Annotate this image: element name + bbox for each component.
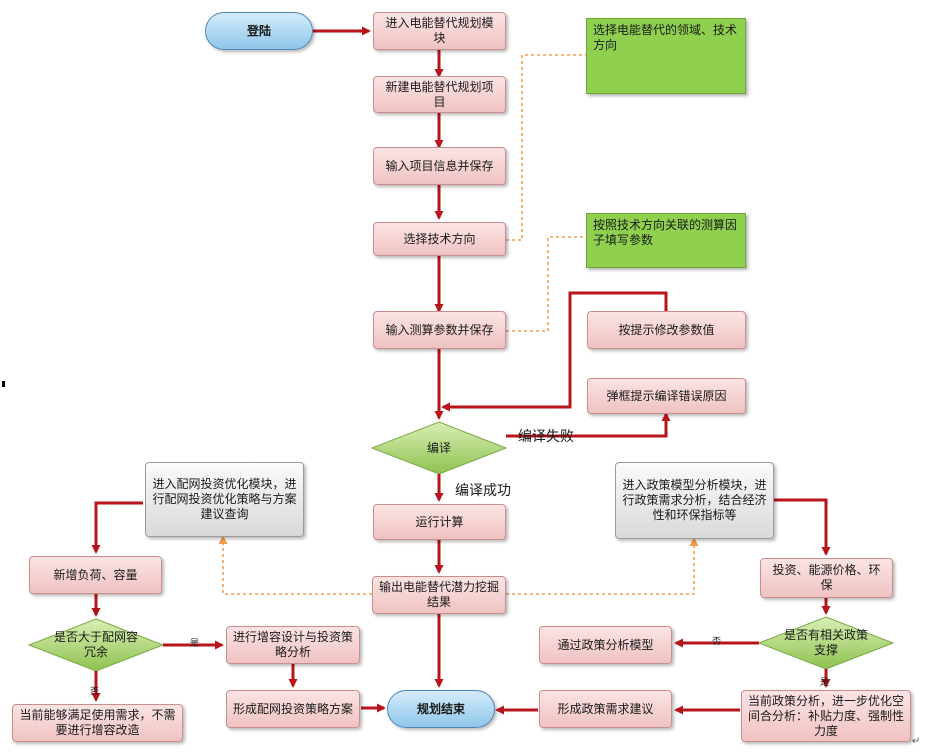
note-select-domain: 选择电能替代的领域、技术方向	[586, 18, 746, 94]
run-calc-node: 运行计算	[373, 504, 506, 540]
check-policy-label: 是否有相关政策支撑	[783, 628, 868, 657]
edge-compile-to-error	[506, 412, 671, 438]
form-strategy-node: 形成配网投资策略方案	[226, 690, 360, 728]
compile-success-label: 编译成功	[455, 483, 511, 499]
dotted-output-to-grid	[218, 535, 372, 595]
no-right-label: 否	[712, 637, 722, 647]
check-redundancy-label: 是否大于配网容冗余	[53, 630, 138, 659]
edge-policy-to-factors	[774, 498, 831, 556]
new-load-node: 新增负荷、容量	[29, 556, 162, 594]
edge-modify-to-compile	[441, 291, 668, 412]
margin-marker	[2, 381, 5, 387]
popup-error-node: 弹框提示编译错误原因	[587, 378, 746, 414]
current-policy-node: 当前政策分析，进一步优化空间合分析：补贴力度、强制性力度	[741, 690, 911, 742]
dotted-output-to-policy	[506, 537, 699, 595]
plan-end-terminal: 规划结束	[387, 690, 495, 728]
policy-model-node: 通过政策分析模型	[539, 626, 672, 664]
form-policy-node: 形成政策需求建议	[539, 690, 672, 728]
dotted-params-to-note	[506, 236, 586, 332]
yes-left-label: 是	[190, 639, 200, 649]
dotted-tech-to-note	[506, 54, 586, 241]
no-left-label: 否	[90, 687, 100, 697]
enter-module-node: 进入电能替代规划模块	[373, 12, 506, 50]
enter-grid-module-node: 进入配网投资优化模块，进行配网投资优化策略与方案建议查询	[145, 462, 304, 537]
enter-policy-module-node: 进入政策模型分析模块，进行政策需求分析，结合经济性和环保指标等	[615, 462, 774, 539]
current-ok-node: 当前能够满足使用需求，不需要进行增容改造	[12, 704, 183, 742]
input-params-node: 输入测算参数并保存	[373, 311, 506, 349]
compile-label: 编译	[426, 440, 451, 455]
note-fill-params: 按照技术方向关联的测算因子填写参数	[586, 213, 746, 268]
paragraph-mark-icon: ↵	[912, 736, 921, 747]
design-analysis-node: 进行增容设计与投资策略分析	[226, 626, 360, 664]
compile-fail-label: 编译失败	[518, 429, 574, 445]
output-result-node: 输出电能替代潜力挖掘结果	[372, 576, 506, 614]
new-project-node: 新建电能替代规划项目	[373, 76, 506, 113]
modify-params-node: 按提示修改参数值	[587, 311, 746, 349]
edge-grid-to-load	[91, 501, 143, 554]
investment-factors-node: 投资、能源价格、环保	[760, 558, 893, 598]
yes-right-label: 是	[820, 678, 830, 688]
login-terminal: 登陆	[205, 12, 313, 50]
input-info-node: 输入项目信息并保存	[373, 147, 506, 185]
select-tech-node: 选择技术方向	[373, 222, 506, 256]
